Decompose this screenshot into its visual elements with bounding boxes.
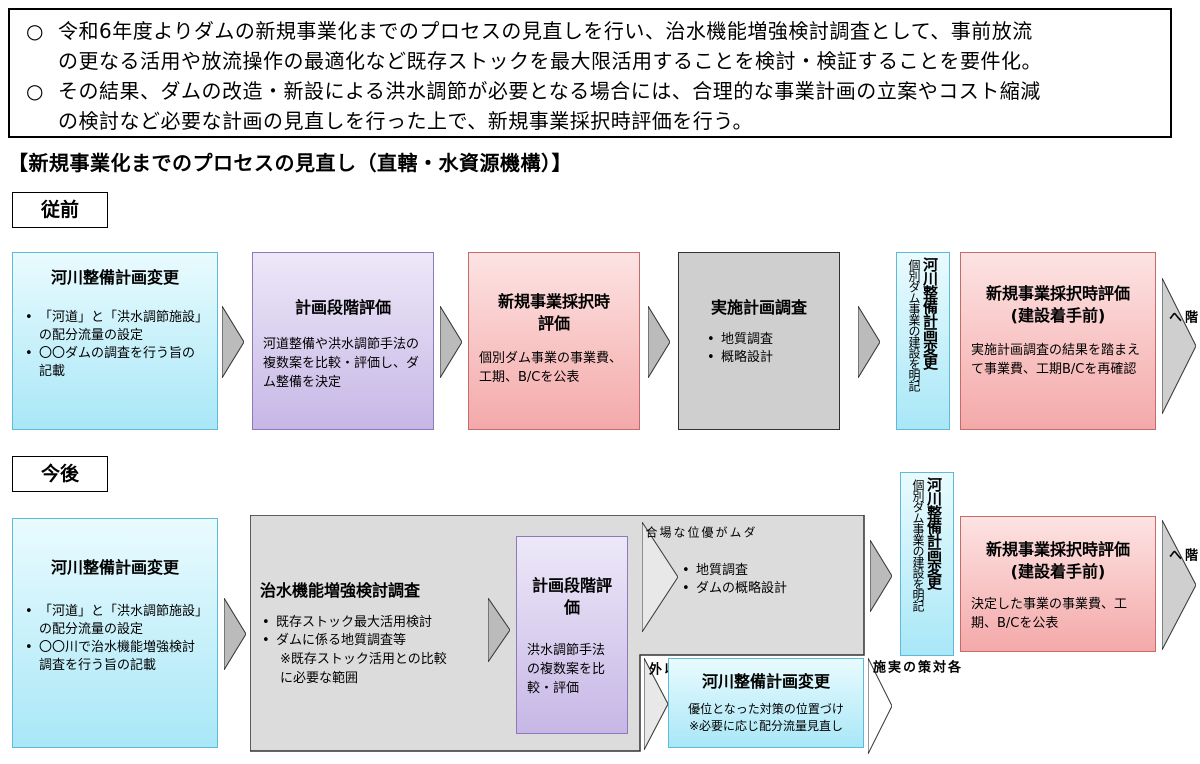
after-river-change-sub-box: 河川整備計画変更 優位となった対策の位置づけ ※必要に応じ配分流量見直し [668, 658, 864, 748]
flow-arrow-icon [870, 540, 892, 612]
bullet-list: 地質調査 概略設計 [689, 331, 829, 367]
box-title: 計画段階評価 [294, 298, 391, 317]
summary-text: その結果、ダムの改造・新設による洪水調節が必要となる場合には、合理的な事業計画の… [58, 79, 1041, 103]
summary-line-2: ○ その結果、ダムの改造・新設による洪水調節が必要となる場合には、合理的な事業計… [24, 76, 1160, 136]
flow-arrow-icon [222, 306, 244, 378]
after-river-plan-change-box: 河川整備計画変更 個別ダム事業の建設を明記 [900, 472, 954, 656]
bullet-list: 「河道」と「洪水調節施設」の配分流量の設定 〇〇ダムの調査を行う旨の記載 [23, 309, 207, 381]
to-construction-label: 建設段階へ [1166, 548, 1200, 560]
box-title: 実施計画調査 [710, 298, 807, 317]
dam-work-list: 地質調査 ダムの概略設計 [680, 562, 850, 598]
box-text: 個別ダム事業の建設を明記 [911, 479, 925, 611]
after-river-plan-box: 河川整備計画変更 「河道」と「洪水調節施設」の配分流量の設定 〇〇川で治水機能増… [12, 518, 218, 748]
flow-arrow-icon [648, 306, 670, 378]
list-item: 地質調査 [680, 562, 850, 580]
box-title: 河川整備計画変更 [921, 257, 939, 369]
box-title: 新規事業採択時評価 [497, 292, 610, 333]
box-title: 計画段階評価 [531, 576, 612, 617]
circle-bullet-icon: ○ [26, 19, 44, 43]
list-item: 〇〇ダムの調査を行う旨の記載 [23, 345, 207, 381]
flow-arrow-icon [224, 598, 246, 670]
box-title: 治水機能増強検討調査 [260, 581, 421, 600]
bullet-list: 既存ストック最大活用検討 ダムに係る地質調査等 [260, 614, 460, 650]
enhance-content: 治水機能増強検討調査 既存ストック最大活用検討 ダムに係る地質調査等 ※既存スト… [260, 580, 460, 688]
box-text: ※必要に応じ配分流量見直し [688, 719, 844, 733]
summary-text: 令和6年度よりダムの新規事業化までのプロセスの見直しを行い、治水機能増強検討調査… [58, 19, 1033, 43]
list-item: ダムの概略設計 [680, 580, 850, 598]
summary-line-1: ○ 令和6年度よりダムの新規事業化までのプロセスの見直しを行い、治水機能増強検討… [24, 16, 1160, 76]
box-title: 新規事業採択時評価 [985, 284, 1130, 303]
to-construction-label: 建設段階へ [1166, 310, 1200, 322]
flow-arrow-icon [488, 598, 510, 662]
box-text: 個別ダム事業の建設を明記 [907, 259, 921, 391]
list-item: 概略設計 [705, 349, 829, 367]
box-title: 河川整備計画変更 [50, 558, 179, 577]
box-text: 優位となった対策の位置づけ [688, 702, 844, 716]
after-plan-eval-box: 計画段階評価 洪水調節手法の複数案を比較・評価 [516, 536, 628, 734]
list-item: ダムに係る地質調査等 [260, 632, 460, 650]
box-title: 河川整備計画変更 [925, 477, 943, 589]
box-title: 河川整備計画変更 [50, 268, 179, 287]
before-adoption-eval2-box: 新規事業採択時評価 (建設着手前) 実施計画調査の結果を踏まえて事業費、工期B/… [960, 252, 1156, 430]
bullet-list: 「河道」と「洪水調節施設」の配分流量の設定 〇〇川で治水機能増強検討調査を行う旨… [23, 603, 207, 675]
before-implementation-box: 実施計画調査 地質調査 概略設計 [678, 252, 840, 430]
summary-text: の更なる活用や放流操作の最適化など既存ストックを最大限活用することを検討・検証す… [58, 49, 1042, 73]
list-item: 既存ストック最大活用検討 [260, 614, 460, 632]
summary-text: の検討など必要な計画の見直しを行った上で、新規事業採択時評価を行う。 [58, 109, 753, 133]
flow-arrow-icon [440, 306, 462, 378]
box-text: 実施計画調査の結果を踏まえて事業費、工期B/Cを再確認 [971, 343, 1141, 377]
before-river-plan-box: 河川整備計画変更 「河道」と「洪水調節施設」の配分流量の設定 〇〇ダムの調査を行… [12, 252, 218, 430]
list-item: 「河道」と「洪水調節施設」の配分流量の設定 [23, 309, 207, 345]
section-title: 【新規事業化までのプロセスの見直し（直轄・水資源機構）】 [8, 151, 572, 175]
note-text: ※既存ストック活用との比較に必要な範囲 [280, 652, 447, 686]
box-text: 個別ダム事業の事業費、工期、B/Cを公表 [479, 351, 623, 385]
list-item: 地質調査 [705, 331, 829, 349]
after-adoption-eval2-box: 新規事業採択時評価 (建設着手前) 決定した事業の事業費、工期、B/Cを公表 [960, 516, 1156, 652]
circle-bullet-icon: ○ [26, 79, 44, 103]
implement-each-label: 各対策の実施 [870, 660, 960, 672]
before-adoption-eval-box: 新規事業採択時評価 個別ダム事業の事業費、工期、B/Cを公表 [468, 252, 640, 430]
flow-arrow-icon [858, 306, 880, 378]
list-item: 〇〇川で治水機能増強検討調査を行う旨の記載 [23, 639, 207, 675]
before-tag: 従前 [12, 192, 108, 228]
box-text: 洪水調節手法の複数案を比較・評価 [527, 643, 606, 696]
box-text: 河道整備や洪水調節手法の複数案を比較・評価し、ダム整備を決定 [263, 337, 420, 390]
box-text: 決定した事業の事業費、工期、B/Cを公表 [971, 597, 1128, 631]
list-item: 「河道」と「洪水調節施設」の配分流量の設定 [23, 603, 207, 639]
summary-box: ○ 令和6年度よりダムの新規事業化までのプロセスの見直しを行い、治水機能増強検討… [8, 8, 1172, 138]
box-subtitle: (建設着手前) [1010, 562, 1106, 581]
dam-superior-label: ダムが優位な場合 [644, 526, 756, 537]
after-tag: 今後 [12, 456, 108, 492]
box-subtitle: (建設着手前) [1010, 306, 1106, 325]
box-title: 河川整備計画変更 [701, 672, 830, 691]
box-title: 新規事業採択時評価 [985, 540, 1130, 559]
before-plan-eval-box: 計画段階評価 河道整備や洪水調節手法の複数案を比較・評価し、ダム整備を決定 [252, 252, 434, 430]
before-river-plan-change-box: 河川整備計画変更 個別ダム事業の建設を明記 [896, 252, 950, 430]
